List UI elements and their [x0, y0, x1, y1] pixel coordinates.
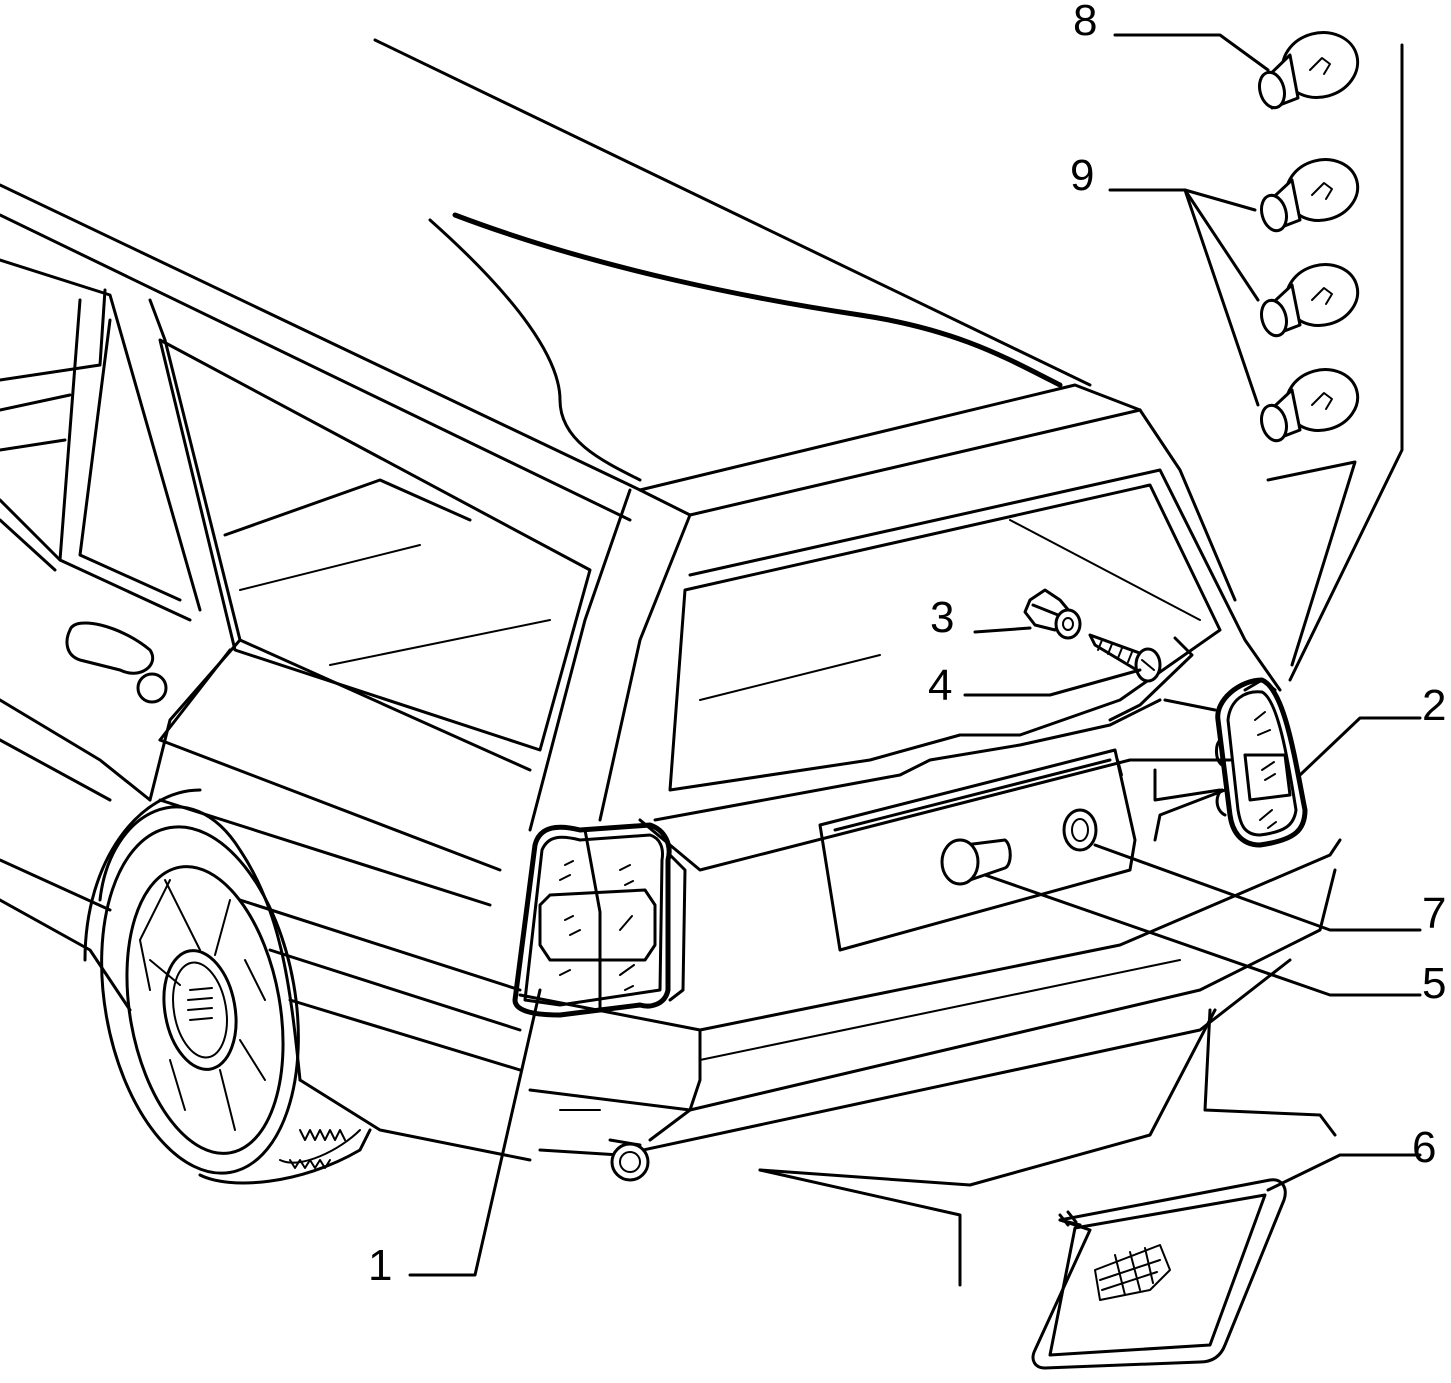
- bulb-9b: [1260, 263, 1360, 338]
- screw: [1088, 633, 1162, 683]
- bulb-8: [1258, 31, 1360, 110]
- station-wagon-body: [0, 38, 1342, 1185]
- rear-lamp-right: [1215, 677, 1308, 848]
- bulb-9a: [1260, 158, 1360, 233]
- bulb-9c: [1260, 368, 1360, 443]
- callout-2: 2: [1422, 681, 1446, 730]
- callout-8: 8: [1073, 0, 1097, 45]
- callout-5: 5: [1422, 959, 1446, 1008]
- lamp-clip: [1023, 588, 1082, 640]
- callout-1: 1: [368, 1241, 392, 1290]
- callout-9: 9: [1070, 151, 1094, 200]
- callout-7: 7: [1422, 889, 1446, 938]
- number-plate-lamp: [940, 838, 1012, 886]
- leader-lines: [408, 33, 1422, 1287]
- callout-labels: 8 9 3 4 2 7 5 6 1: [368, 0, 1446, 1290]
- callout-6: 6: [1412, 1123, 1436, 1172]
- rear-lamp-left: [512, 822, 687, 1018]
- grommet: [1062, 808, 1098, 852]
- callout-3: 3: [930, 593, 954, 642]
- callout-4: 4: [928, 661, 952, 710]
- side-reflector: [1031, 1178, 1287, 1370]
